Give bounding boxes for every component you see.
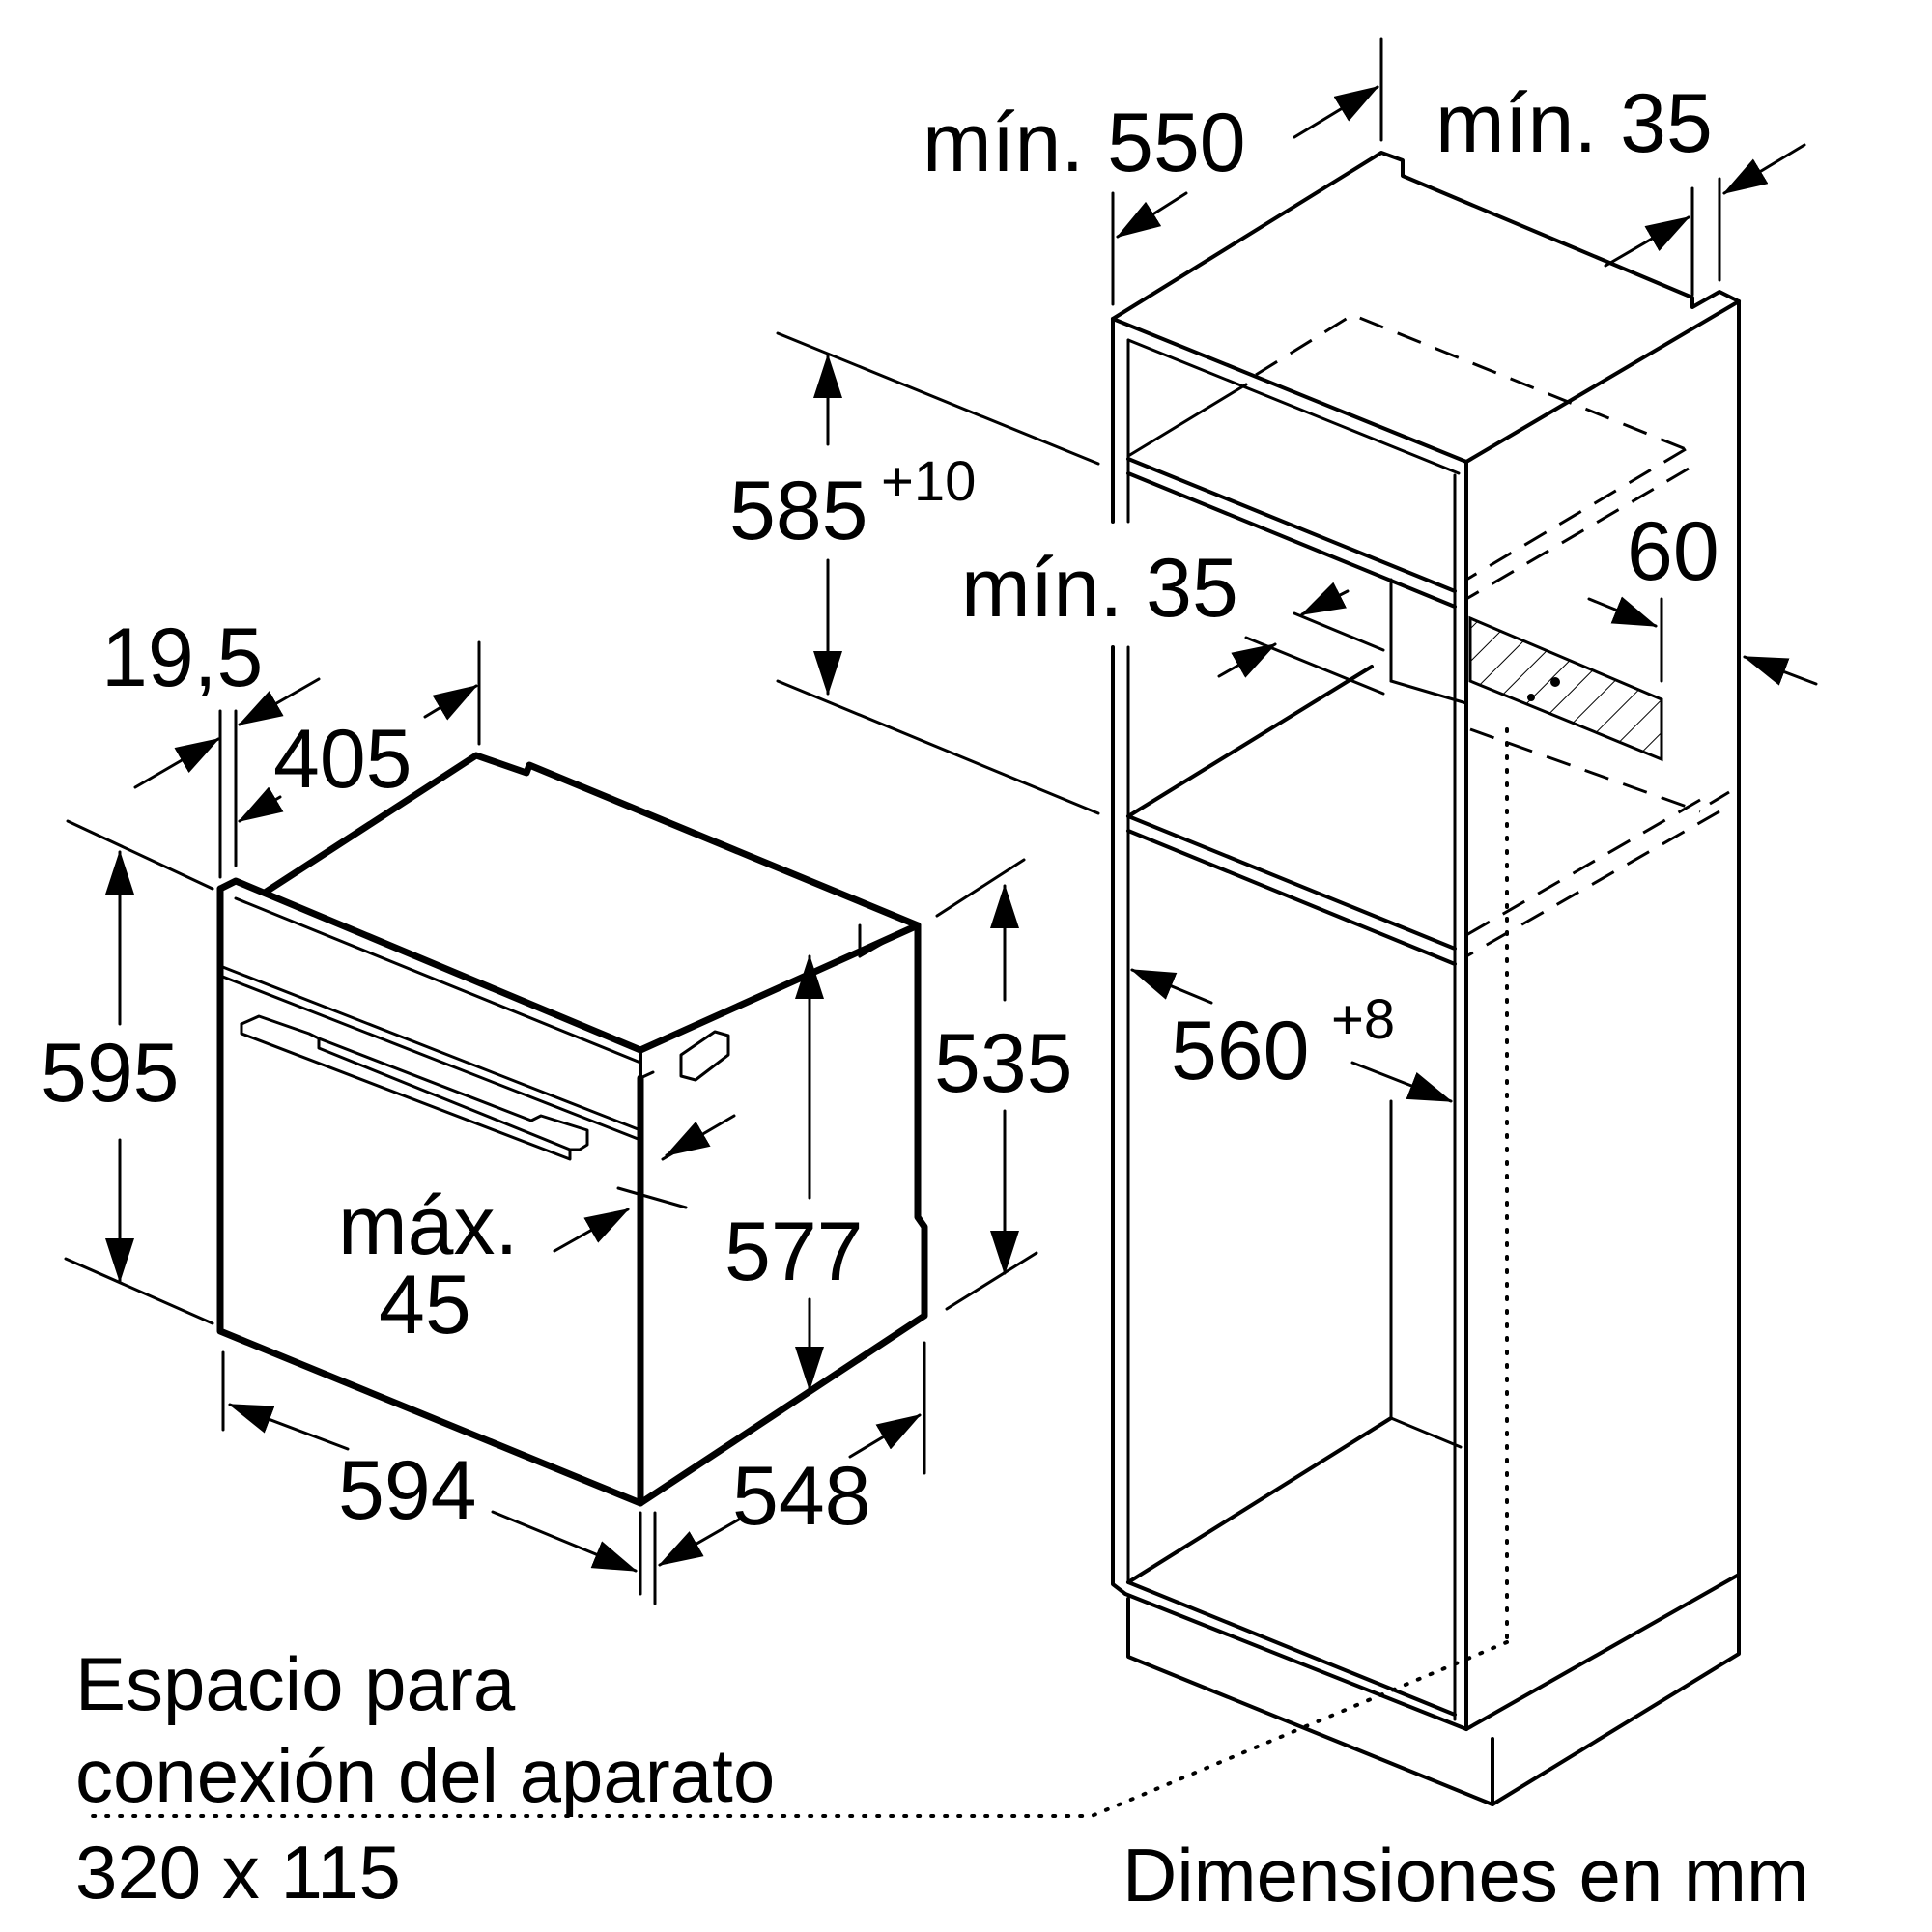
oven-front-top-edge	[216, 877, 644, 1054]
cabinet-top-face	[1111, 151, 1741, 321]
label-min-550: mín. 550	[923, 97, 1246, 189]
cabinet-drawing	[80, 151, 1741, 1818]
label-585-tolerance: +10	[881, 450, 976, 513]
oven-front-outline	[216, 885, 644, 1507]
ventilation-panel-hatched	[1468, 615, 1663, 762]
label-60: 60	[1627, 505, 1719, 598]
label-min-35-top: mín. 35	[1435, 77, 1713, 170]
label-560-tolerance: +8	[1331, 988, 1395, 1051]
label-19-5: 19,5	[101, 611, 263, 704]
cabinet-labels: mín. 550 mín. 35 585 +10 mín. 35 60 560 …	[729, 77, 1719, 1097]
label-577: 577	[724, 1206, 864, 1298]
label-max-45-line1: máx.	[338, 1179, 518, 1272]
oven-door-handle	[240, 1014, 589, 1151]
oven-drawing	[216, 752, 928, 1507]
oven-side-hinge	[679, 1030, 730, 1082]
oven-control-panel-line	[218, 964, 642, 1132]
label-585: 585	[729, 465, 868, 557]
label-595: 595	[41, 1027, 180, 1120]
label-405: 405	[273, 713, 412, 806]
label-max-45-line2: 45	[379, 1259, 471, 1351]
note-line3: 320 x 115	[75, 1830, 401, 1915]
units-label: Dimensiones en mm	[1122, 1833, 1809, 1918]
cabinet-plinth	[1126, 1573, 1741, 1806]
label-min-35-mid: mín. 35	[961, 542, 1238, 635]
label-535: 535	[934, 1017, 1073, 1110]
cabinet-left-post	[1111, 645, 1127, 1596]
oven-dimensions	[64, 640, 1038, 1605]
oven-labels: 19,5 405 595 535 577 máx. 45 594 548	[41, 611, 1073, 1543]
cabinet-dimensions	[776, 37, 1818, 1103]
oven-right-side	[637, 922, 928, 1507]
label-548: 548	[732, 1450, 871, 1543]
oven-top-face	[261, 752, 922, 929]
label-594: 594	[338, 1444, 477, 1537]
connection-note: Espacio para conexión del aparato 320 x …	[75, 1641, 775, 1915]
note-line1: Espacio para	[75, 1641, 516, 1726]
note-line2: conexión del aparato	[75, 1733, 775, 1818]
oven-top-right-edge	[637, 922, 922, 1054]
label-560: 560	[1171, 1005, 1310, 1097]
